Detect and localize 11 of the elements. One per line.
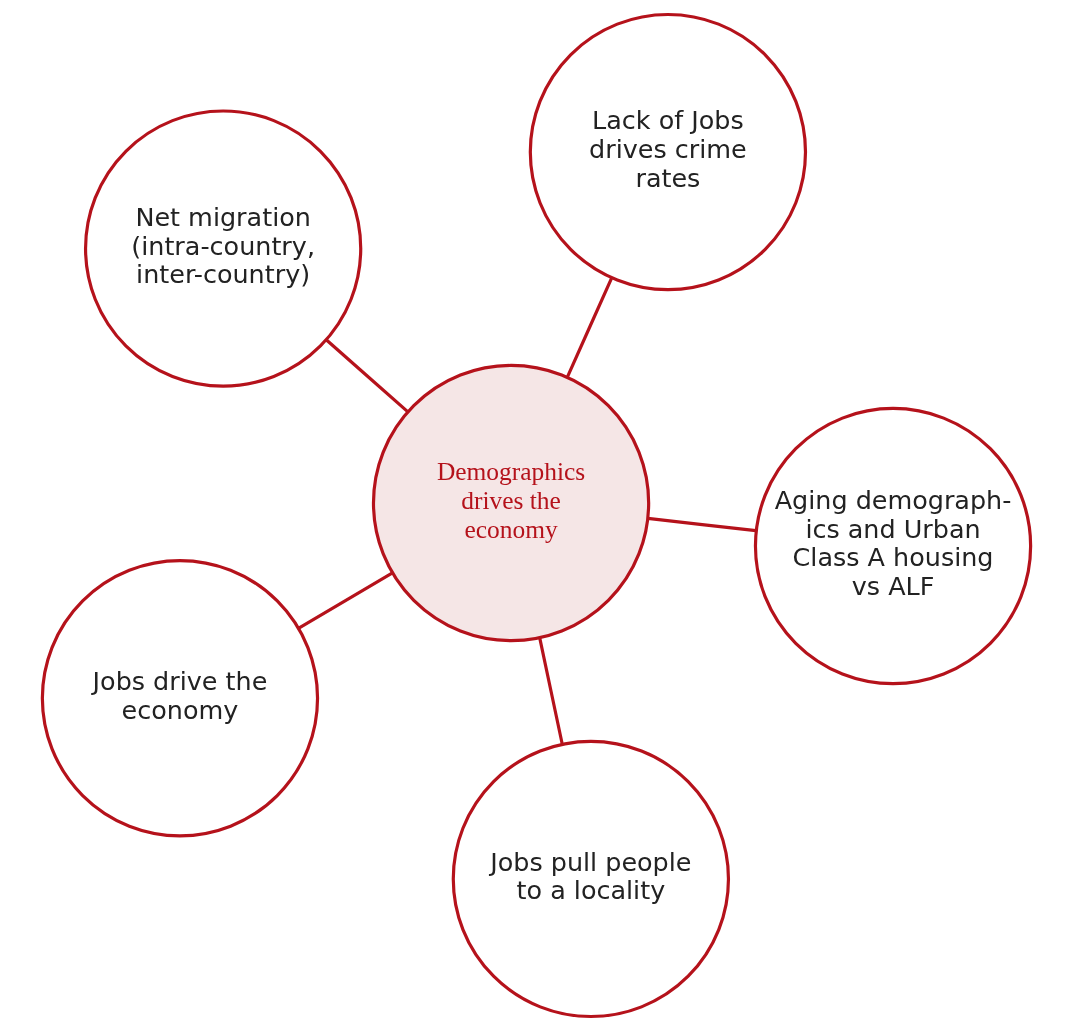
connector [298,571,394,630]
connector [647,516,757,533]
node-circle: Net migration (intra-country, inter-country) [83,109,363,388]
connector [538,637,564,745]
node-circle: Aging demograph- ics and Urban Class A housing vs ALF [753,406,1033,686]
connector [565,277,614,378]
connector [325,338,409,414]
node-circle: Demographics drives the economy [371,363,651,643]
node-circle: Lack of Jobs drives crime rates [528,12,808,292]
node-circle: Jobs pull people to a locality [451,739,731,1019]
node-circle: Jobs drive the economy [40,559,320,838]
